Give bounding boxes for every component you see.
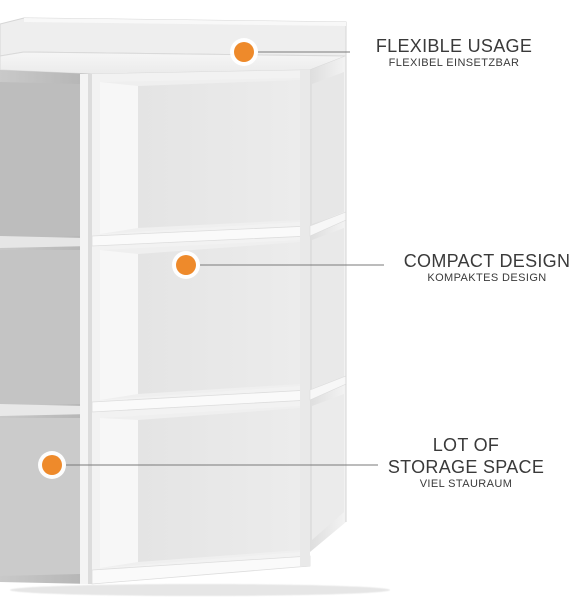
right-side — [309, 56, 347, 552]
callout-subtitle: KOMPAKTES DESIGN — [427, 272, 547, 284]
callout-title: FLEXIBLE USAGE — [375, 36, 533, 56]
top-rail — [0, 17, 347, 57]
callout-storage-space: LOT OF STORAGE SPACE VIEL STAURAUM — [366, 436, 566, 490]
callout-title-line2: STORAGE SPACE — [387, 457, 545, 477]
callout-flexible-usage: FLEXIBLE USAGE FLEXIBEL EINSETZBAR — [354, 37, 554, 69]
marker-flexible-usage — [230, 38, 258, 66]
front-column — [91, 70, 311, 585]
floor-shadow — [10, 584, 390, 596]
callout-subtitle: VIEL STAURAUM — [419, 478, 513, 490]
callout-title-line1: LOT OF — [432, 435, 500, 455]
callout-subtitle: FLEXIBEL EINSETZBAR — [388, 57, 520, 69]
left-column — [0, 70, 92, 584]
marker-storage-space — [38, 451, 66, 479]
callout-compact-design: COMPACT DESIGN KOMPAKTES DESIGN — [392, 252, 582, 284]
callout-title: COMPACT DESIGN — [403, 251, 571, 271]
marker-compact-design — [172, 251, 200, 279]
